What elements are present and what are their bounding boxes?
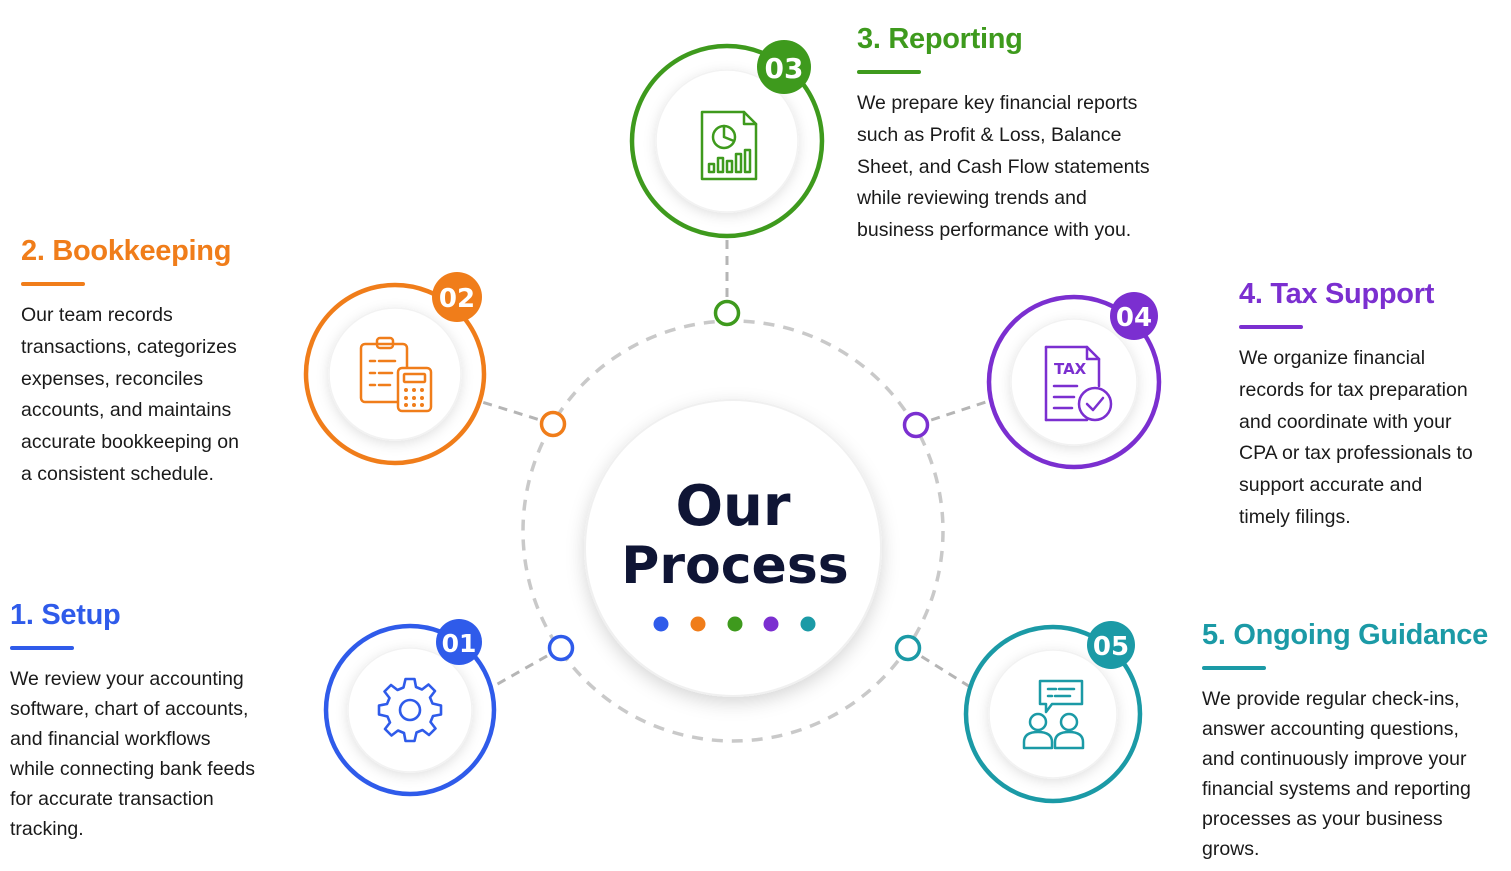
step-04-desc-line: CPA or tax professionals to [1239,442,1473,465]
step-01-title: 1. Setup [10,599,121,631]
step-03-desc-line: such as Profit & Loss, Balance [857,123,1122,146]
step-03-desc-line: Sheet, and Cash Flow statements [857,155,1150,178]
step-05-description: We provide regular check-ins, answer acc… [1202,684,1488,864]
step-02-desc-line: transactions, categorizes [21,335,237,358]
step-03-desc-line: while reviewing trends and [857,187,1087,210]
step-01-badge-number: 01 [442,629,477,658]
step-05-desc-line: answer accounting questions, [1202,718,1459,740]
gear-icon [377,677,443,743]
step-03-badge [757,40,811,94]
connector-02 [481,400,554,426]
step-02-inner [328,307,462,441]
step-04-title: 4. Tax Support [1239,278,1435,310]
step-02-desc-line: expenses, reconciles [21,367,204,390]
color-dot-orange [690,616,706,632]
step-02-desc-line: a consistent schedule. [21,462,214,485]
step-02-underline [21,282,85,286]
step-03-desc-line: We prepare key financial reports [857,92,1138,114]
step-04-badge [1110,292,1158,340]
orbit-node-05 [894,634,922,662]
step-03-desc-line: business performance with you. [857,219,1132,242]
step-02-desc-line: accurate bookkeeping on [21,431,239,454]
step-03-text: 3. Reporting We prepare key financial re… [857,22,1150,247]
step-05-text: 5. Ongoing Guidance We provide regular c… [1202,618,1488,864]
connectors [481,240,993,692]
clipboard-calculator-icon [359,336,433,413]
step-03-description: We prepare key financial reports such as… [857,88,1150,247]
connector-05 [907,646,976,692]
step-05-title: 5. Ongoing Guidance [1202,619,1488,651]
step-01-desc-line: tracking. [10,818,84,840]
step-01-desc-line: We review your accounting [10,668,244,690]
step-01-node: 01 [323,619,497,797]
color-dots [653,616,816,632]
step-01-underline [10,646,74,650]
step-04-desc-line: and coordinate with your [1239,410,1452,433]
step-01-description: We review your accounting software, char… [10,664,255,844]
step-04-badge-number: 04 [1116,303,1152,333]
color-dot-teal [800,616,816,632]
step-05-desc-line: financial systems and reporting [1202,778,1471,800]
step-02-badge-number: 02 [439,284,475,314]
step-05-badge [1087,621,1135,669]
step-03-badge-number: 03 [765,52,804,85]
orbit-node-04 [902,411,930,439]
step-03-underline [857,70,921,74]
step-01-desc-line: and financial workflows [10,728,211,750]
step-01-desc-line: while connecting bank feeds [10,758,255,780]
step-04-underline [1239,325,1303,329]
orbit-nodes [539,299,930,662]
orbit-node-02 [539,410,567,438]
step-01-inner [347,647,473,773]
color-dot-purple [763,616,779,632]
step-01-desc-line: software, chart of accounts, [10,698,249,720]
step-04-node: TAX 04 [986,292,1162,470]
step-02-desc-line: Our team records [21,304,173,326]
people-chat-icon [1022,679,1085,750]
step-03-inner [655,69,799,213]
step-04-desc-line: support accurate and [1239,474,1423,497]
step-04-inner [1010,318,1138,446]
center-title-line1: Our [675,474,790,539]
step-01-desc-line: for accurate transaction [10,788,214,810]
tax-document-icon: TAX [1044,345,1113,422]
step-05-desc-line: We provide regular check-ins, [1202,688,1460,710]
step-05-inner [988,649,1118,779]
step-02-desc-line: accounts, and maintains [21,399,232,422]
center-hub: Our Process [584,399,882,697]
step-02-description: Our team records transactions, categoriz… [21,300,239,491]
step-01-text: 1. Setup We review your accounting softw… [10,598,255,844]
color-dot-green [727,616,743,632]
step-05-badge-number: 05 [1093,632,1129,662]
step-02-title: 2. Bookkeeping [21,235,232,267]
step-03-title: 3. Reporting [857,23,1023,55]
connector-01 [486,646,562,692]
step-05-desc-line: processes as your business [1202,808,1443,830]
step-04-text: 4. Tax Support We organize financial rec… [1239,277,1473,534]
step-05-node: 05 [963,621,1143,804]
step-04-desc-line: We organize financial [1239,347,1426,369]
step-04-desc-line: records for tax preparation [1239,378,1468,401]
step-02-node: 02 [303,272,487,466]
step-01-badge [436,619,482,665]
connector-04 [915,398,993,427]
step-02-badge [432,272,482,322]
step-04-desc-line: timely filings. [1239,505,1351,528]
orbit-node-01 [547,634,575,662]
step-02-text: 2. Bookkeeping Our team records transact… [21,234,239,491]
step-05-desc-line: grows. [1202,838,1260,860]
center-title-line2: Process [621,536,848,596]
report-chart-icon [700,110,758,181]
tax-icon-label: TAX [1054,360,1087,378]
color-dot-blue [653,616,669,632]
step-05-desc-line: and continuously improve your [1202,748,1467,770]
step-05-underline [1202,666,1266,670]
orbit-node-03 [713,299,741,327]
step-03-node: 03 [629,40,825,239]
step-04-description: We organize financial records for tax pr… [1239,343,1473,534]
